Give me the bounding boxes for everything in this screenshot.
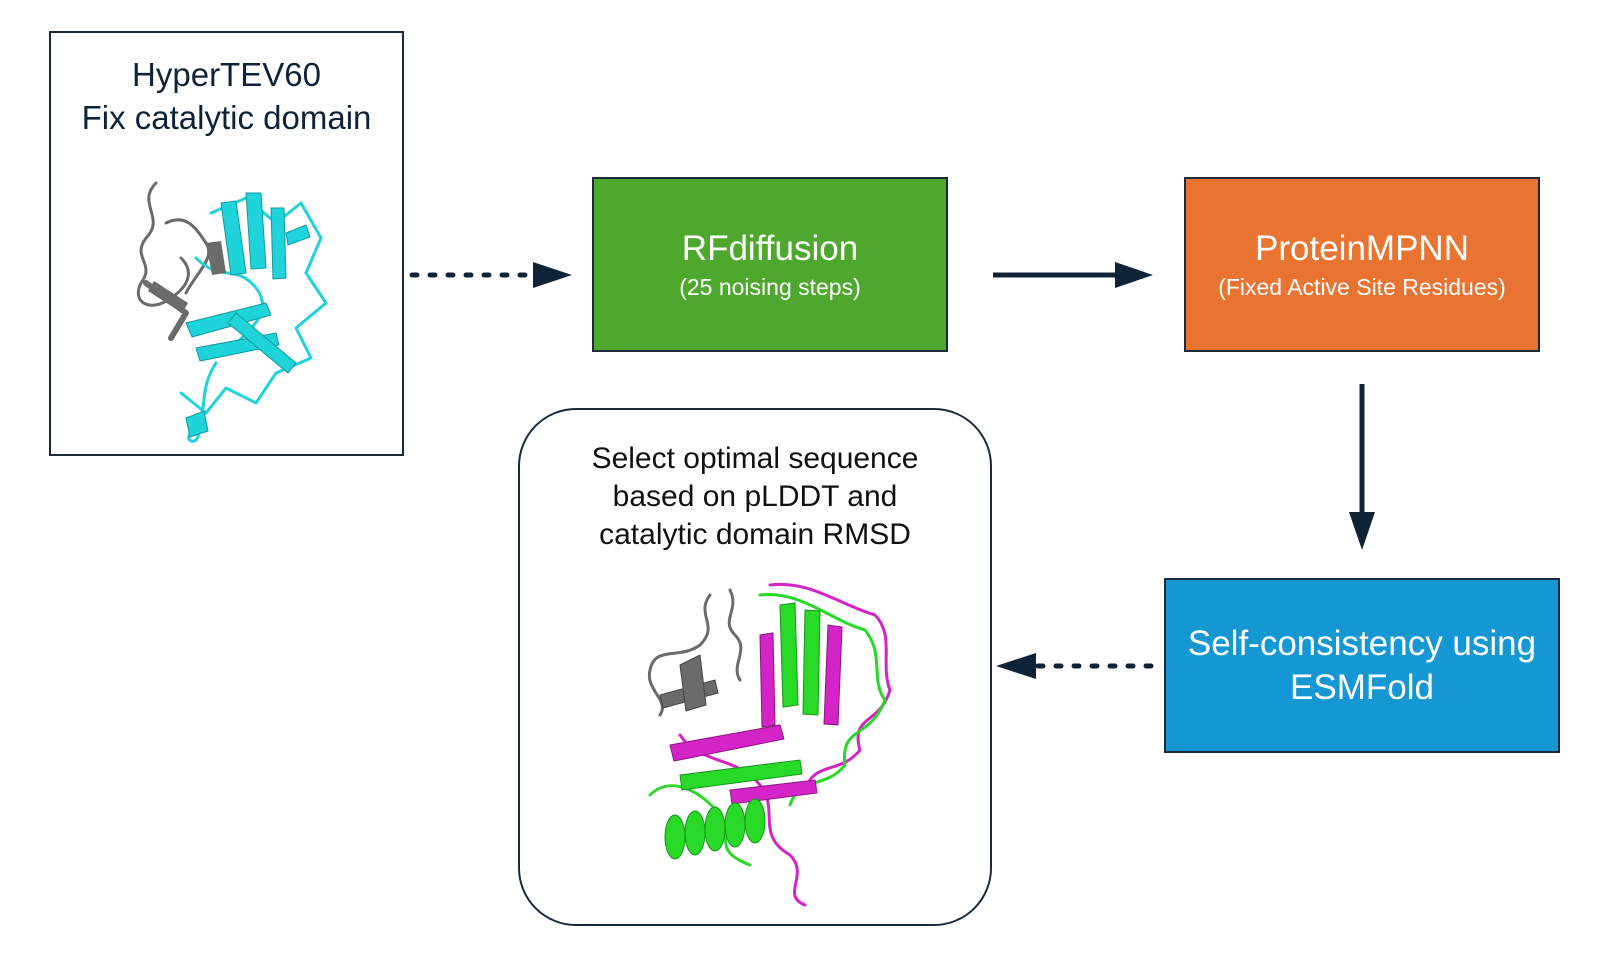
rfdiffusion-sublabel: (25 noising steps) [679, 273, 861, 300]
esmfold-label-line2: ESMFold [1290, 667, 1434, 707]
input-box-title: HyperTEV60 Fix catalytic domain [51, 53, 402, 139]
selection-title: Select optimal sequence based on pLDDT a… [520, 440, 990, 554]
rfdiffusion-to-proteinmpnn-arrow [993, 262, 1153, 288]
hypertev60-structure-image [136, 181, 328, 443]
superposed-structures-image [647, 582, 892, 907]
input-box-title-line2: Fix catalytic domain [81, 99, 372, 136]
input-box-title-line1: HyperTEV60 [132, 56, 321, 93]
input-structure-box: HyperTEV60 Fix catalytic domain [49, 31, 404, 456]
esmfold-label-line1: Self-consistency using [1187, 623, 1537, 663]
esmfold-to-selection-arrow [996, 653, 1165, 679]
selection-title-line3: catalytic domain RMSD [599, 518, 911, 551]
proteinmpnn-sublabel: (Fixed Active Site Residues) [1218, 273, 1506, 300]
proteinmpnn-label: ProteinMPNN [1255, 228, 1469, 268]
proteinmpnn-to-esmfold-arrow [1349, 384, 1375, 550]
proteinmpnn-step-box: ProteinMPNN (Fixed Active Site Residues) [1184, 177, 1540, 352]
rfdiffusion-step-box: RFdiffusion (25 noising steps) [592, 177, 948, 352]
esmfold-step-box: Self-consistency using ESMFold [1164, 578, 1560, 753]
selection-title-line1: Select optimal sequence [591, 442, 919, 475]
rfdiffusion-label: RFdiffusion [681, 228, 859, 268]
selection-title-line2: based on pLDDT and [612, 480, 898, 513]
input-to-rfdiffusion-arrow [409, 262, 572, 288]
selection-result-box: Select optimal sequence based on pLDDT a… [518, 408, 992, 926]
